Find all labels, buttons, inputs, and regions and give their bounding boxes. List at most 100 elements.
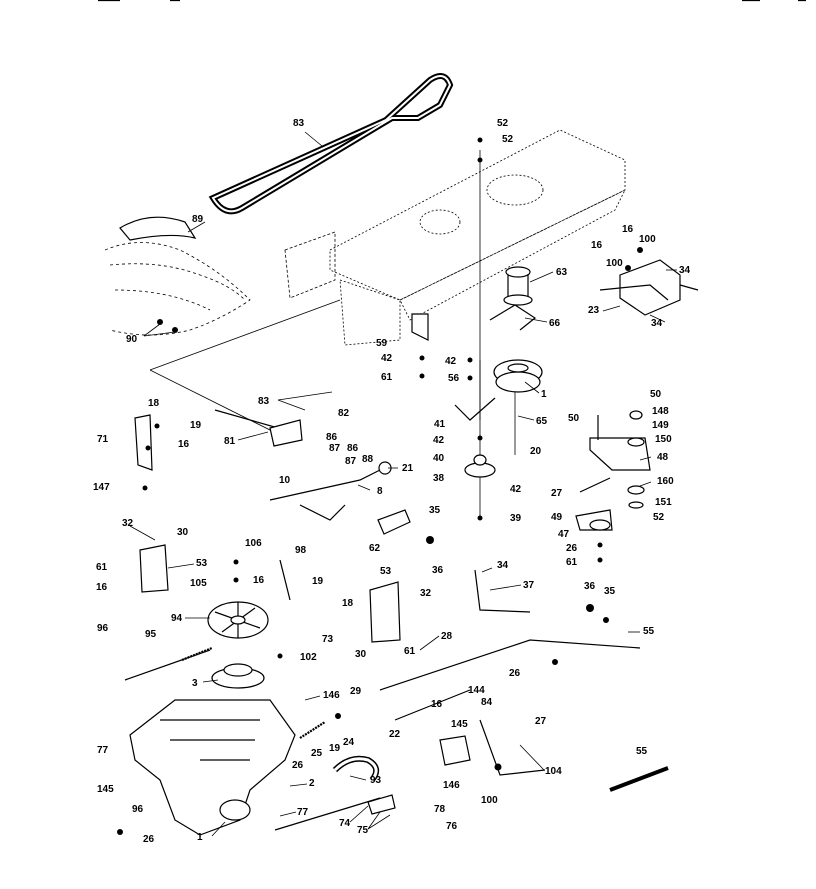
label-76: 76 — [446, 821, 458, 832]
spring-25 — [299, 721, 326, 739]
bracket-104 — [439, 735, 471, 766]
label-62: 62 — [369, 543, 381, 554]
label-97: 98 — [295, 545, 307, 556]
pulley-3 — [211, 663, 265, 689]
label-148: 148 — [652, 406, 669, 417]
label-56: 56 — [448, 373, 460, 384]
label-16d: 16 — [96, 582, 108, 593]
label-87a: 87 — [329, 443, 341, 454]
label-66: 66 — [549, 318, 561, 329]
rod-28 — [379, 639, 641, 691]
rod-22 — [394, 689, 471, 721]
label-19a: 19 — [190, 420, 202, 431]
label-16c: 16 — [178, 439, 190, 450]
label-59: 59 — [376, 338, 388, 349]
label-89: 89 — [192, 214, 204, 225]
bracket-30-center — [369, 581, 401, 643]
link-74 — [274, 797, 381, 831]
label-51b: 52 — [502, 134, 514, 145]
label-88: 88 — [362, 454, 374, 465]
label-146: 146 — [323, 690, 340, 701]
label-52a: 53 — [196, 558, 208, 569]
bracket-71 — [134, 414, 153, 471]
label-86b: 86 — [347, 443, 359, 454]
label-73: 73 — [322, 634, 334, 645]
label-81: 81 — [224, 436, 236, 447]
label-42d: 42 — [510, 484, 522, 495]
label-100c: 100 — [481, 795, 498, 806]
label-98: 102 — [300, 652, 317, 663]
label-51a: 52 — [497, 118, 509, 129]
label-48: 48 — [657, 452, 669, 463]
label-77b: 77 — [297, 807, 309, 818]
label-47: 47 — [558, 529, 570, 540]
label-37: 37 — [523, 580, 535, 591]
label-93: 93 — [370, 775, 382, 786]
label-18b: 18 — [342, 598, 354, 609]
label-96a: 96 — [97, 623, 109, 634]
label-26a: 26 — [566, 543, 578, 554]
leader-lines — [129, 131, 677, 837]
body-outline — [104, 216, 251, 336]
label-65: 65 — [536, 416, 548, 427]
label-49: 49 — [551, 512, 563, 523]
label-38: 38 — [433, 473, 445, 484]
label-51c: 52 — [653, 512, 665, 523]
label-94: 94 — [171, 613, 183, 624]
label-105: 146 — [443, 780, 460, 791]
label-71: 71 — [97, 434, 109, 445]
label-83: 83 — [258, 396, 270, 407]
label-61d: 61 — [404, 646, 416, 657]
label-86a: 86 — [326, 432, 338, 443]
label-42c: 42 — [433, 435, 445, 446]
label-53: 55 — [643, 626, 655, 637]
label-104: 145 — [451, 719, 468, 730]
label-16f: 16 — [431, 699, 443, 710]
label-100b: 100 — [606, 258, 623, 269]
label-61a: 61 — [381, 372, 393, 383]
label-61c: 61 — [96, 562, 108, 573]
label-23: 23 — [588, 305, 600, 316]
label-2: 2 — [309, 778, 315, 789]
label-160: 160 — [657, 476, 674, 487]
label-30a: 30 — [177, 527, 189, 538]
label-50a: 50 — [650, 389, 662, 400]
label-16e: 16 — [253, 575, 265, 586]
label-35a: 35 — [429, 505, 441, 516]
label-33b: 34 — [651, 318, 663, 329]
label-28: 28 — [441, 631, 453, 642]
label-29: 29 — [350, 686, 362, 697]
label-20: 20 — [530, 446, 542, 457]
label-18a: 18 — [148, 398, 160, 409]
label-30b: 30 — [355, 649, 367, 660]
bracket-59 — [411, 313, 429, 341]
label-16a: 16 — [622, 224, 634, 235]
label-106: 104 — [545, 766, 562, 777]
idler-38 — [454, 397, 496, 478]
label-151: 151 — [655, 497, 672, 508]
idler-bracket-right — [599, 247, 699, 316]
label-16b: 16 — [591, 240, 603, 251]
label-52b: 53 — [380, 566, 392, 577]
label-40: 40 — [433, 453, 445, 464]
label-149: 149 — [652, 420, 669, 431]
handle-62 — [377, 509, 411, 535]
label-90: 90 — [126, 334, 138, 345]
bracket-30-left — [139, 544, 169, 593]
label-145: 145 — [97, 784, 114, 795]
label-26c: 26 — [292, 760, 304, 771]
label-19b: 19 — [312, 576, 324, 587]
label-42a: 42 — [381, 353, 393, 364]
label-33a: 34 — [679, 265, 691, 276]
label-95: 95 — [145, 629, 157, 640]
label-147: 147 — [93, 482, 110, 493]
label-36b: 36 — [584, 581, 596, 592]
label-26b: 26 — [509, 668, 521, 679]
label-82a: 82 — [338, 408, 350, 419]
label-3: 3 — [192, 678, 198, 689]
label-27a: 27 — [551, 488, 563, 499]
fasteners — [117, 137, 609, 835]
engine-pulley-group — [489, 266, 543, 393]
label-75: 75 — [357, 825, 369, 836]
